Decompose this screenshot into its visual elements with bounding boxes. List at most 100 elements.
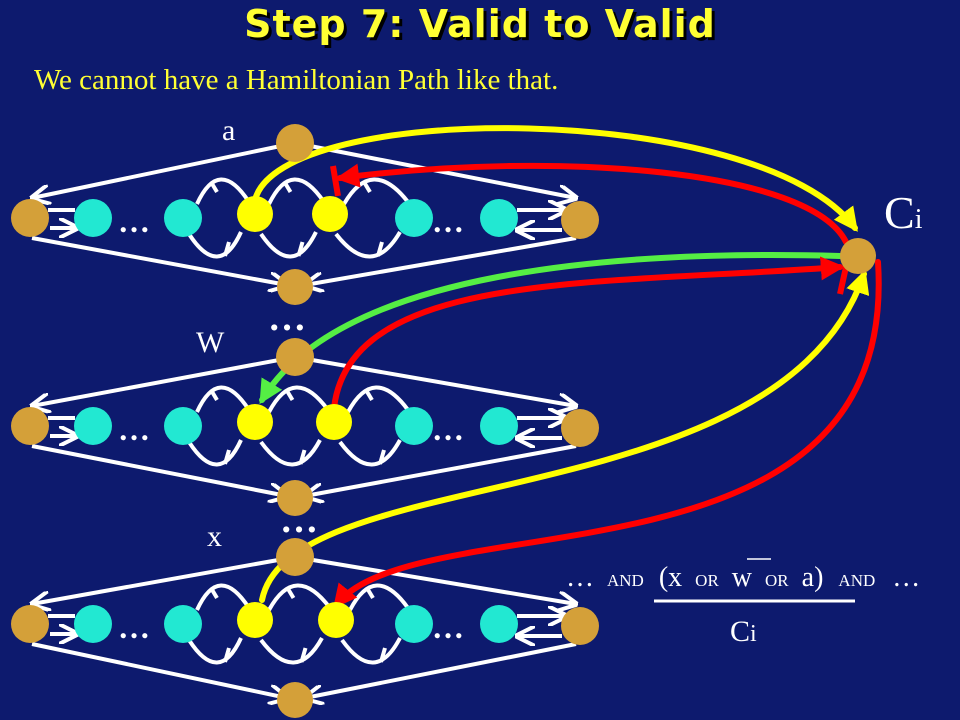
chain-node (395, 605, 433, 643)
chain-node (164, 407, 202, 445)
diamond-edge (32, 141, 296, 198)
diamond-edge (294, 355, 576, 406)
chain-loop-upper (342, 177, 410, 206)
diamond-edge (305, 444, 577, 496)
gadget-right-node (561, 201, 599, 239)
chain-loop-upper (195, 385, 251, 413)
ellipsis-between-w-x: … (280, 499, 318, 541)
node-gap-ellipsis: … (118, 203, 150, 239)
chain-loop-lower (338, 439, 402, 467)
red-path-a (335, 162, 849, 245)
loop-tick (378, 449, 386, 465)
loop-tick (296, 241, 305, 257)
literal-node (312, 196, 348, 232)
formula-w: w (732, 562, 753, 593)
diamond-edge (31, 236, 287, 285)
chain-node (395, 407, 433, 445)
gadget-bottom-node (277, 682, 313, 718)
ellipsis-between-a-w: … (268, 297, 306, 339)
chain-node (74, 605, 112, 643)
gadget-bottom-node (277, 480, 313, 516)
chain-loop-upper (267, 385, 330, 413)
formula-and: AND (838, 571, 875, 590)
chain-node (74, 407, 112, 445)
loop-tick (209, 586, 219, 600)
chain-node (164, 199, 202, 237)
gadget-label-w: W (196, 326, 225, 359)
gadget-left-node (11, 199, 49, 237)
gadget-right-node (561, 409, 599, 447)
diamond-edge (294, 555, 576, 604)
chain-loop-lower (187, 231, 243, 259)
svg-text:… AND (x: … AND (x OR w OR a) AND … (566, 562, 920, 593)
formula-and: AND (607, 571, 644, 590)
loop-tick (379, 647, 387, 663)
red-path-a-tick (330, 165, 341, 197)
gadget-top-node (276, 538, 314, 576)
gadget-right-node (561, 607, 599, 645)
chain-node (395, 199, 433, 237)
slide-title: Step 7: Valid to Valid (244, 2, 716, 46)
gadget-edges (31, 141, 577, 698)
gadget-top-node (276, 338, 314, 376)
gadget-left-node (11, 407, 49, 445)
loop-tick (282, 180, 293, 194)
chain-node (480, 407, 518, 445)
node-gap-ellipsis: … (432, 609, 464, 645)
diamond-edge (32, 355, 296, 406)
literal-node (237, 602, 273, 638)
clause-formula: … AND (x OR w OR a) AND … Ci (566, 558, 920, 648)
gadget-bottom-node (277, 269, 313, 305)
loop-tick (223, 241, 231, 257)
formula-or: OR (695, 571, 719, 590)
diamond-edge (31, 642, 287, 698)
chain-loop-lower (259, 231, 318, 259)
loop-tick (223, 449, 231, 465)
graph-nodes (11, 124, 876, 718)
loop-tick (209, 388, 219, 402)
node-gap-ellipsis: … (432, 411, 464, 447)
clause-node (840, 238, 876, 274)
node-gap-ellipsis: … (432, 203, 464, 239)
loop-tick (298, 449, 307, 465)
loop-tick (223, 647, 231, 663)
diamond-edge (305, 642, 577, 698)
loop-tick (364, 388, 374, 402)
node-gap-ellipsis: … (118, 609, 150, 645)
loop-tick (362, 180, 372, 194)
loop-tick (365, 586, 375, 600)
formula-lead: … (566, 562, 594, 593)
diamond-edge (305, 236, 577, 285)
formula-open: (x (659, 562, 682, 593)
diamond-edge (32, 555, 296, 604)
clause-node-label: Ci (884, 187, 923, 238)
loop-tick (284, 388, 295, 402)
literal-node (237, 404, 273, 440)
chain-node (480, 199, 518, 237)
literal-node (316, 404, 352, 440)
chain-node (164, 605, 202, 643)
loop-tick (285, 586, 296, 600)
gadget-label-a: a (222, 114, 235, 147)
clause-underline-label: Ci (730, 615, 757, 648)
yellow-path-a (252, 125, 858, 232)
chain-loops (187, 177, 410, 665)
node-gap-ellipsis: … (118, 411, 150, 447)
gadget-left-node (11, 605, 49, 643)
chain-loop-upper (346, 385, 410, 413)
chain-loop-upper (267, 583, 332, 611)
red-path-w (331, 256, 845, 411)
chain-loop-upper (195, 583, 251, 611)
literal-node (318, 602, 354, 638)
loop-tick (376, 241, 384, 257)
chain-loop-upper (195, 177, 251, 205)
chain-node (480, 605, 518, 643)
diamond-edge (31, 444, 287, 496)
slide-subtitle: We cannot have a Hamiltonian Path like t… (34, 64, 559, 96)
formula-close: a) (802, 562, 824, 593)
loop-tick (299, 647, 308, 663)
loop-tick (209, 180, 219, 194)
gadget-top-node (276, 124, 314, 162)
